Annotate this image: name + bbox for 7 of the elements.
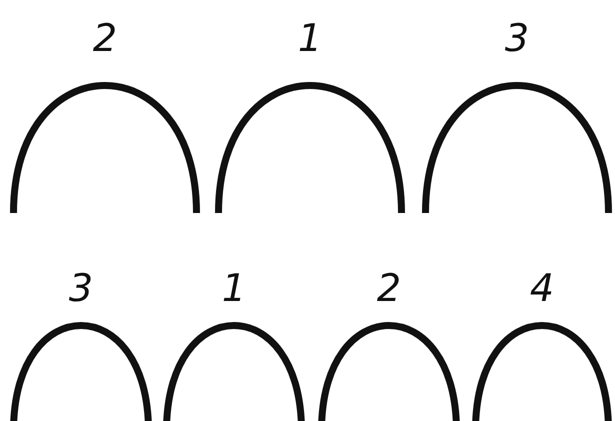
number-label: 2 bbox=[92, 16, 118, 60]
number-label: 3 bbox=[504, 16, 530, 60]
number-label: 2 bbox=[376, 266, 402, 310]
number-label: 1 bbox=[298, 16, 322, 60]
number-label: 1 bbox=[222, 266, 246, 310]
number-label: 4 bbox=[530, 266, 554, 310]
number-label: 3 bbox=[68, 266, 94, 310]
